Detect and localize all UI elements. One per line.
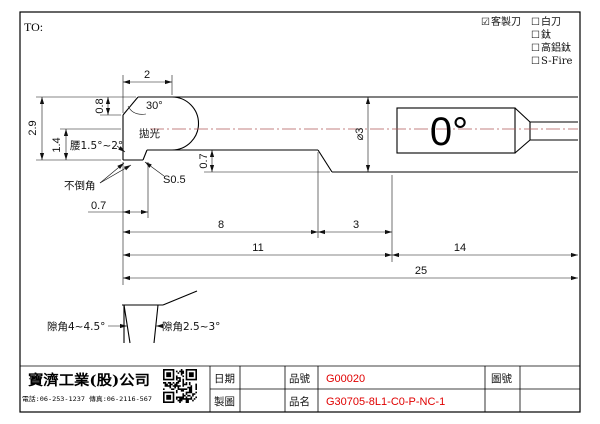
- dim-head-width-text: 2: [144, 69, 150, 81]
- tool-profile: [122, 96, 578, 173]
- dim-total-height: 2.9: [27, 97, 45, 160]
- dim-chamfer-angle: 30°: [127, 100, 163, 115]
- part-no-value: G00020: [326, 373, 365, 385]
- dim-overall-length-text: 25: [415, 265, 427, 277]
- dim-tip-land: 0.7: [88, 200, 148, 215]
- dim-neck-step: 0.7: [198, 150, 215, 172]
- note-no-chamfer: 不倒角: [64, 180, 96, 192]
- dim-tip-land-text: 0.7: [91, 200, 106, 212]
- flat-taper-bottom: [514, 139, 531, 154]
- dim-chamfer-angle-text: 30°: [146, 100, 163, 112]
- note-no-chamfer-leader-1: [99, 162, 125, 184]
- option-sfire-checkbox: ☐: [531, 56, 540, 67]
- dim-chamfer-angle-arc: [127, 105, 147, 115]
- note-waist-angle-leader: [116, 145, 126, 153]
- dim-diameter-text: ⌀3: [354, 128, 366, 141]
- clearance-left-label: 隙角4~4.5°: [47, 320, 105, 333]
- dim-neck-length: 8: [123, 219, 318, 235]
- dim-taper-length-text: 3: [353, 219, 359, 231]
- dim-diameter: ⌀3: [354, 97, 371, 172]
- dim-half-height-text: 1.4: [51, 137, 63, 152]
- extension-lines: [36, 75, 393, 285]
- note-corner-radius-leader: [144, 161, 165, 177]
- dim-flat-length-text: 14: [454, 242, 466, 254]
- coating-options: ☑ 客製刀 ☐ 白刀 ☐ 鈦 ☐ 高鋁鈦 ☐ S-Fire: [481, 15, 573, 67]
- option-uncoated-checkbox: ☐: [531, 17, 540, 28]
- note-corner-radius: S0.5: [163, 174, 186, 186]
- qr-code-modules: [163, 369, 197, 403]
- dim-head-to-flat: 11: [123, 242, 392, 258]
- option-tin-checkbox: ☐: [531, 30, 540, 41]
- option-custom-label: 客製刀: [491, 15, 521, 28]
- dim-taper-length: 3: [318, 219, 392, 235]
- title-block: 寶濟工業(股)公司 電話:06-253-1237 傳真:06-2116-567 …: [20, 365, 580, 412]
- option-uncoated-label: 白刀: [541, 15, 561, 28]
- dim-flat-length: 14: [392, 242, 578, 258]
- part-name-label: 品名: [289, 395, 310, 408]
- dim-chamfer-height: 0.8: [94, 97, 111, 115]
- drawing-no-label: 圖號: [491, 372, 512, 385]
- clearance-right-flank: [153, 304, 159, 344]
- clearance-right-label: 隙角2.5~3°: [162, 320, 220, 333]
- note-waist-angle: 腰1.5°~2°: [70, 140, 123, 152]
- option-altin-label: 高鋁鈦: [541, 41, 571, 54]
- dim-chamfer-height-text: 0.8: [94, 98, 106, 113]
- clearance-detail: 隙角4~4.5° 隙角2.5~3°: [47, 290, 220, 344]
- note-polish: 拋光: [139, 127, 160, 140]
- company-name: 寶濟工業(股)公司: [28, 372, 150, 389]
- company-contact: 電話:06-253-1237 傳真:06-2116-567: [22, 394, 152, 403]
- tip-chamfer: [122, 96, 139, 116]
- dim-half-height: 1.4: [51, 129, 69, 160]
- option-sfire-label: S-Fire: [541, 56, 573, 67]
- drawing-notes: 腰1.5°~2° 拋光 不倒角 S0.5: [64, 127, 186, 192]
- flat-face-outline: [396, 107, 516, 154]
- neck-taper: [317, 149, 333, 173]
- option-custom-checkbox: ☑: [481, 17, 490, 28]
- note-no-chamfer-leader-2: [99, 164, 132, 184]
- sheet-border: [19, 11, 581, 413]
- to-label: TO:: [24, 20, 43, 34]
- dim-overall-length: 25: [123, 265, 578, 281]
- clearance-left-flank: [123, 304, 131, 344]
- dim-neck-step-text: 0.7: [198, 153, 210, 168]
- tip-relief-step: [142, 149, 148, 161]
- dim-head-to-flat-text: 11: [252, 242, 263, 254]
- dimensions: 2 0.8 30° 2.9 1.4 0.7 ⌀3 0.7: [27, 69, 578, 281]
- dim-head-width: 2: [123, 69, 172, 85]
- clearance-detail-slope: [162, 290, 198, 306]
- option-altin-checkbox: ☐: [531, 43, 540, 54]
- flat-taper-top: [514, 107, 531, 123]
- option-tin-label: 鈦: [541, 28, 551, 41]
- part-name-value: G30705-8L1-C0-P-NC-1: [326, 396, 445, 408]
- dim-neck-length-text: 8: [218, 219, 224, 231]
- polished-radius-arc: [171, 96, 200, 151]
- drafter-label: 製圖: [214, 395, 235, 408]
- part-no-label: 品號: [289, 372, 310, 385]
- dim-total-height-text: 2.9: [27, 120, 39, 135]
- flat-angle-label: 0°: [430, 110, 468, 154]
- date-label: 日期: [214, 373, 235, 385]
- qr-code: [163, 369, 197, 403]
